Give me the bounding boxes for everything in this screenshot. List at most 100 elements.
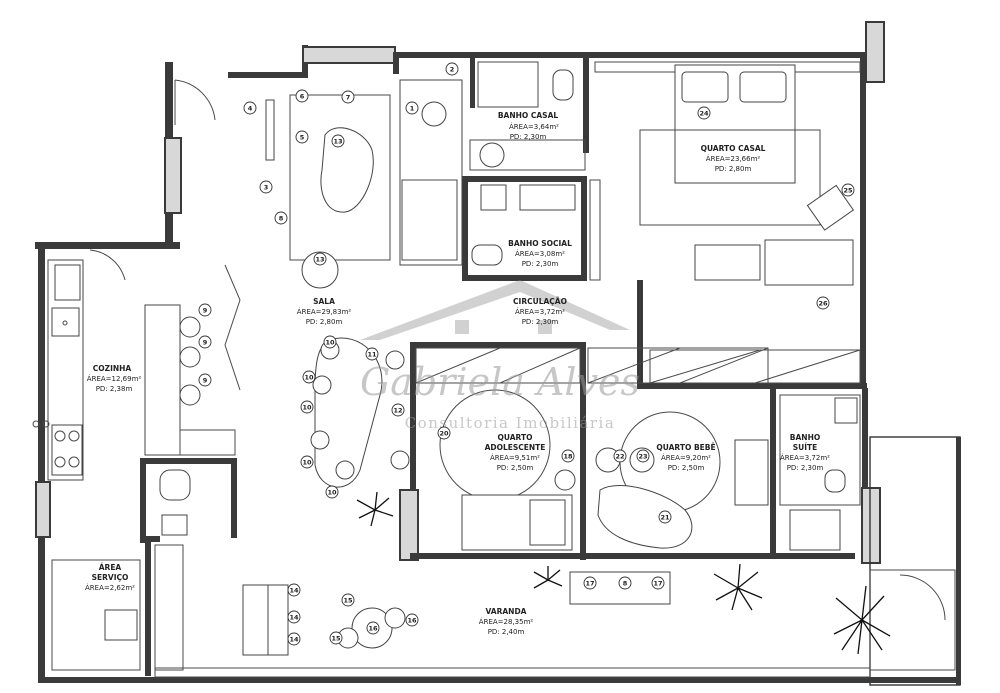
- svg-text:ÁREA=23,66m²: ÁREA=23,66m²: [706, 154, 761, 163]
- svg-text:ÁREA=3,72m²: ÁREA=3,72m²: [515, 307, 565, 316]
- furniture-tag-number: 26: [818, 300, 828, 308]
- svg-text:SALA: SALA: [313, 297, 335, 306]
- furniture-tag: 16: [366, 621, 380, 635]
- furniture-tag: 9: [198, 303, 212, 317]
- room-label-banho-suite: BANHO SUÍTE ÁREA=3,72m² PD: 2,30m: [780, 433, 830, 472]
- bath-fixtures: [469, 61, 586, 266]
- furniture-tag-circle: [300, 455, 314, 469]
- room-label-circulacao: CIRCULAÇÃO ÁREA=3,72m² PD: 2,30m: [513, 297, 567, 326]
- furniture-tag: 14: [287, 583, 301, 597]
- furniture-tag-number: 2: [450, 66, 455, 74]
- furniture-tag-circle: [636, 449, 650, 463]
- svg-text:PD: 2,30m: PD: 2,30m: [522, 318, 559, 326]
- furniture-tag-number: 6: [300, 93, 305, 101]
- furniture-tag-number: 10: [302, 404, 312, 412]
- furniture-tag-number: 14: [289, 587, 299, 595]
- room-label-quarto-adolescente: QUARTO ADOLESCENTE ÁREA=9,51m² PD: 2,50m: [485, 433, 546, 472]
- furniture-tag-circle: [651, 576, 665, 590]
- furniture-tag-circle: [295, 130, 309, 144]
- furniture-tag-circle: [323, 335, 337, 349]
- bedrooms-furniture: [415, 347, 769, 551]
- furniture-tag: 6: [295, 89, 309, 103]
- furniture-tag-number: 9: [203, 307, 208, 315]
- furniture-tag-number: 25: [843, 187, 853, 195]
- furniture-tag: 21: [658, 510, 672, 524]
- svg-text:PD: 2,50m: PD: 2,50m: [497, 464, 534, 472]
- furniture-tag: 25: [841, 183, 855, 197]
- furniture-tag: 7: [341, 90, 355, 104]
- furniture-tag-number: 10: [304, 374, 314, 382]
- furniture-tag: 16: [405, 613, 419, 627]
- furniture-tag-circle: [365, 347, 379, 361]
- plants: [356, 491, 891, 655]
- svg-text:BANHO: BANHO: [790, 433, 820, 442]
- furniture-tag-circle: [445, 62, 459, 76]
- furniture-tag: 10: [300, 400, 314, 414]
- furniture-tag: 5: [295, 130, 309, 144]
- furniture-tag-circle: [287, 583, 301, 597]
- furniture-tag: 17: [651, 576, 665, 590]
- svg-text:BANHO SOCIAL: BANHO SOCIAL: [508, 239, 572, 248]
- svg-text:BANHO CASAL: BANHO CASAL: [498, 111, 559, 120]
- furniture-tag: 13: [331, 134, 345, 148]
- furniture-tag: 17: [583, 576, 597, 590]
- furniture-tag-number: 16: [368, 625, 378, 633]
- furniture-tag-circle: [325, 485, 339, 499]
- furniture-tag: 9: [198, 373, 212, 387]
- furniture-tag-number: 3: [264, 184, 269, 192]
- furniture-tag: 10: [302, 370, 316, 384]
- furniture-tag-circle: [841, 183, 855, 197]
- svg-text:ÁREA=3,08m²: ÁREA=3,08m²: [515, 249, 565, 258]
- svg-text:PD: 2,40m: PD: 2,40m: [488, 628, 525, 636]
- furniture-tag-circle: [341, 90, 355, 104]
- svg-text:PD: 2,80m: PD: 2,80m: [715, 165, 752, 173]
- svg-text:SUÍTE: SUÍTE: [793, 443, 818, 452]
- furniture-tag: 10: [325, 485, 339, 499]
- furniture-tag-circle: [300, 400, 314, 414]
- furniture-tag: 23: [636, 449, 650, 463]
- furniture-tag-circle: [437, 426, 451, 440]
- furniture-tag-circle: [583, 576, 597, 590]
- svg-text:ÁREA=9,51m²: ÁREA=9,51m²: [490, 453, 540, 462]
- varanda-furniture: [242, 569, 956, 671]
- furniture-tag-number: 18: [563, 453, 573, 461]
- furniture-tag-circle: [391, 403, 405, 417]
- furniture-tag: 8: [618, 576, 632, 590]
- room-label-quarto-bebe: QUARTO BEBÊ ÁREA=9,20m² PD: 2,50m: [656, 443, 715, 472]
- furniture-tag: 24: [697, 106, 711, 120]
- svg-text:ÁREA=29,83m²: ÁREA=29,83m²: [297, 307, 352, 316]
- furniture-tag-number: 11: [367, 351, 377, 359]
- furniture-tag-circle: [613, 449, 627, 463]
- furniture-tag-number: 21: [660, 514, 670, 522]
- watermark: Gabriela Alves Consultoria Imobiliária: [360, 280, 640, 432]
- furniture-tag-circle: [274, 211, 288, 225]
- svg-text:COZINHA: COZINHA: [93, 364, 132, 373]
- bath-suite-fixtures: [779, 394, 861, 551]
- furniture-tag-number: 1: [410, 105, 415, 113]
- furniture-tag: 20: [437, 426, 451, 440]
- svg-text:PD: 2,80m: PD: 2,80m: [306, 318, 343, 326]
- svg-text:ÁREA=28,35m²: ÁREA=28,35m²: [479, 617, 534, 626]
- svg-text:QUARTO CASAL: QUARTO CASAL: [701, 144, 766, 153]
- furniture-tag: 9: [198, 335, 212, 349]
- furniture-tag: 13: [313, 252, 327, 266]
- furniture-tag-number: 13: [315, 256, 324, 264]
- furniture-tag-circle: [287, 632, 301, 646]
- furniture-tag-number: 17: [585, 580, 594, 588]
- quarto-casal-furniture: [589, 61, 861, 384]
- furniture-tag-circle: [243, 101, 257, 115]
- furniture-tag-number: 8: [623, 580, 628, 588]
- room-label-sala: SALA ÁREA=29,83m² PD: 2,80m: [297, 297, 352, 326]
- svg-text:ÁREA=9,20m²: ÁREA=9,20m²: [661, 453, 711, 462]
- svg-text:ÁREA: ÁREA: [99, 563, 122, 572]
- furniture-tag-circle: [658, 510, 672, 524]
- room-label-cozinha: COZINHA ÁREA=12,69m² PD: 2,38m: [87, 364, 142, 393]
- watermark-roof-icon: [360, 280, 630, 340]
- room-label-area-servico: ÁREA SERVIÇO ÁREA=2,62m²: [85, 563, 135, 592]
- furniture-tag: 3: [259, 180, 273, 194]
- watermark-subtitle: Consultoria Imobiliária: [405, 414, 616, 432]
- furniture-tag: 14: [287, 632, 301, 646]
- furniture-tag-number: 9: [203, 377, 208, 385]
- svg-text:PD: 2,30m: PD: 2,30m: [510, 133, 547, 141]
- room-label-banho-social: BANHO SOCIAL ÁREA=3,08m² PD: 2,30m: [508, 239, 572, 268]
